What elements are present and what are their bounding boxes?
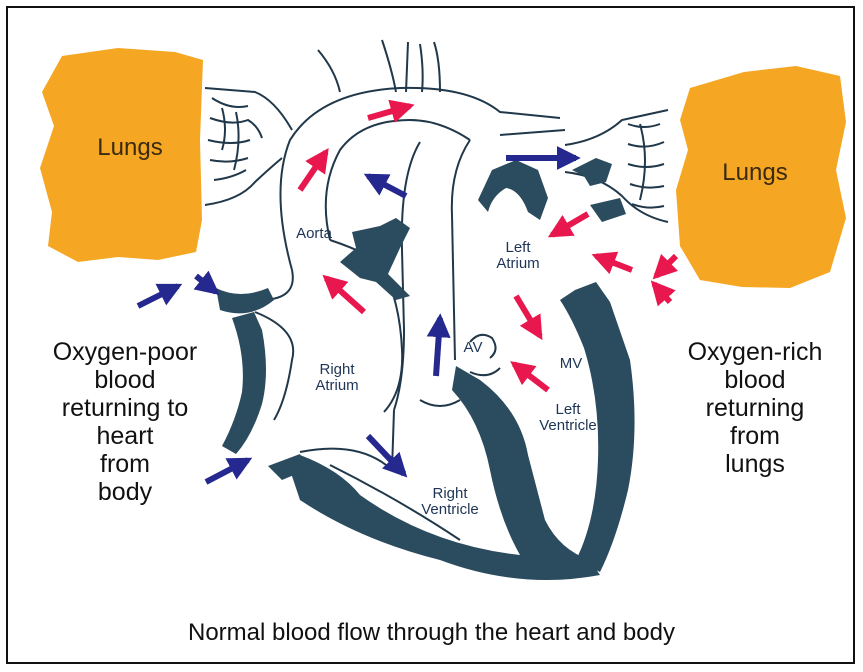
- right-atrium-label: Right Atrium: [292, 362, 382, 394]
- pulmonary-vein-right: [572, 158, 612, 186]
- red-arrow-lung-2: [654, 284, 670, 302]
- blue-arrow-trunk: [436, 318, 440, 376]
- blue-arrow-ra-in-1: [138, 286, 178, 306]
- lungs-label-left: Lungs: [70, 135, 190, 160]
- red-arrow-lung-1: [656, 256, 676, 276]
- blue-arrow-arch: [368, 176, 406, 196]
- red-arrow-ascending: [300, 152, 326, 190]
- red-arrow-arch: [368, 106, 410, 118]
- blue-arrow-ra-in-2: [196, 276, 216, 292]
- red-arrow-la-1: [552, 214, 588, 235]
- red-arrow-aorta-lower: [326, 278, 364, 312]
- arch-branches: [318, 40, 440, 92]
- red-arrow-lv: [514, 364, 548, 390]
- mv-label: MV: [546, 356, 596, 372]
- red-arrow-la-2: [596, 256, 632, 270]
- red-arrow-mv: [516, 296, 540, 336]
- left-ventricle-label: Left Ventricle: [518, 402, 618, 434]
- left-lung-vessels: [205, 88, 292, 205]
- diagram-caption: Normal blood flow through the heart and …: [60, 620, 803, 645]
- septum-wall: [290, 366, 600, 580]
- left-atrium-upper: [590, 198, 626, 222]
- blue-arrow-rv: [368, 436, 404, 474]
- left-atrium-label: Left Atrium: [478, 240, 558, 272]
- oxygen-rich-text: Oxygen-rich blood returning from lungs: [660, 338, 850, 478]
- aorta-label: Aorta: [274, 226, 354, 242]
- ivc-wall: [216, 288, 274, 313]
- oxygen-poor-text: Oxygen-poor blood returning to heart fro…: [20, 338, 230, 506]
- upper-right-vessel: [478, 160, 548, 220]
- right-ventricle-label: Right Ventricle: [400, 486, 500, 518]
- av-label: AV: [448, 340, 498, 356]
- lungs-label-right: Lungs: [700, 160, 810, 185]
